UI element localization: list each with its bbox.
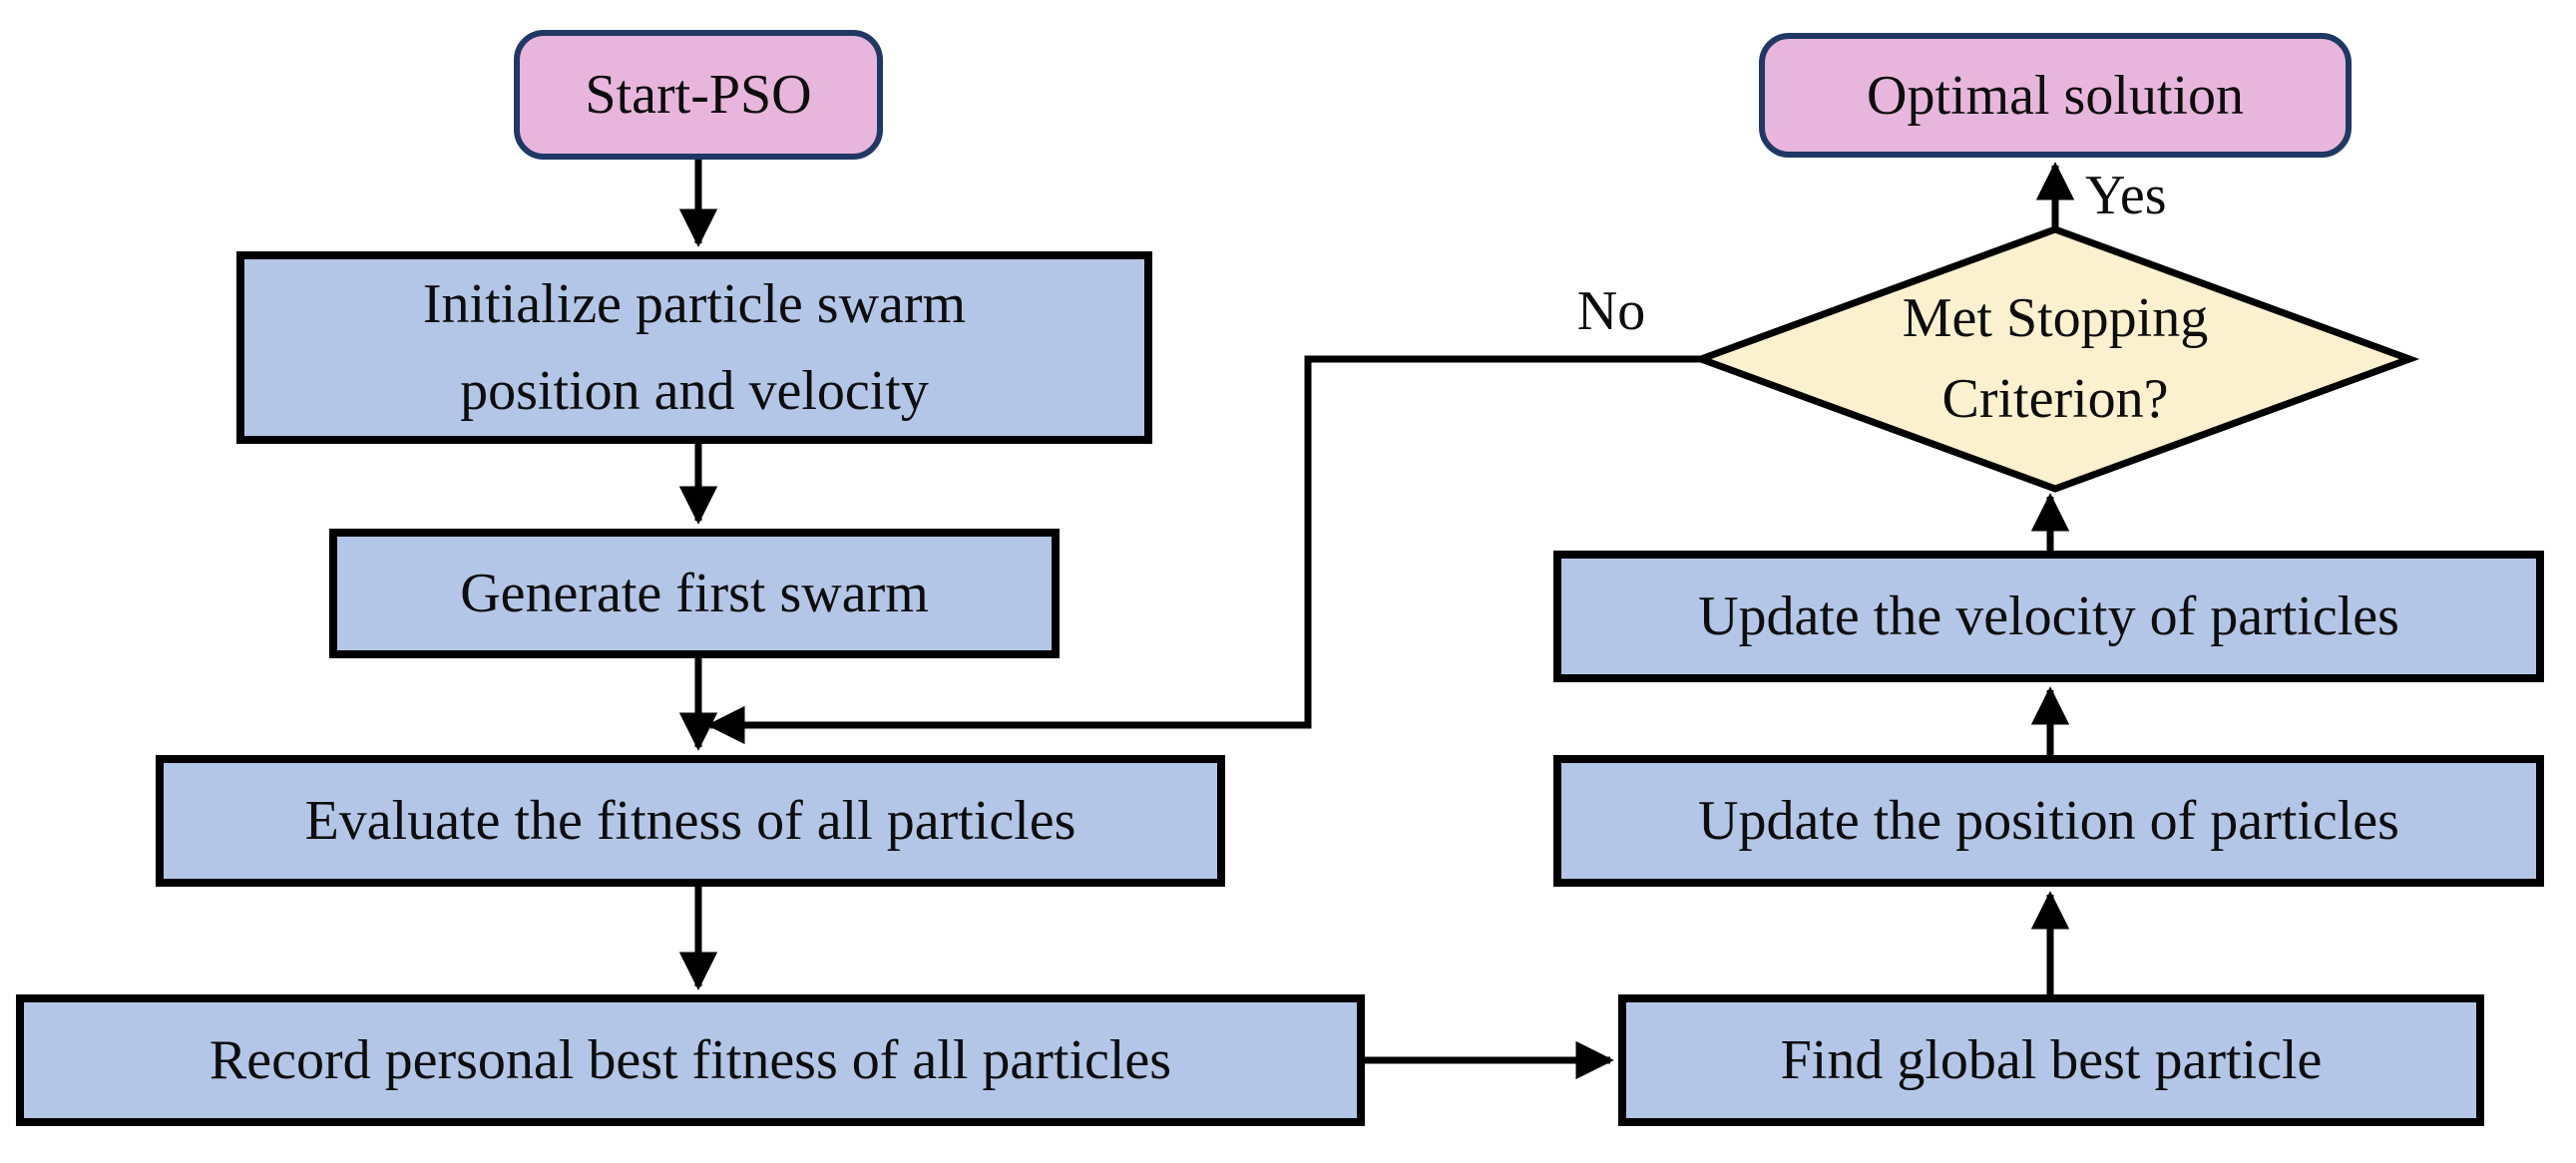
- node-find-global-best: Find global best particle: [1618, 994, 2484, 1126]
- node-generate-first-swarm: Generate first swarm: [329, 529, 1060, 658]
- node-initialize-swarm: Initialize particle swarm position and v…: [236, 251, 1152, 444]
- node-record-label: Record personal best fitness of all part…: [209, 1029, 1172, 1091]
- node-generate-label: Generate first swarm: [460, 563, 929, 624]
- node-update-velocity: Update the velocity of particles: [1553, 551, 2544, 682]
- edge-label-no: No: [1576, 280, 1646, 342]
- edge-label-yes: Yes: [2085, 165, 2167, 226]
- node-evaluate-fitness: Evaluate the fitness of all particles: [156, 755, 1225, 887]
- node-optimal-solution: Optimal solution: [1759, 33, 2352, 158]
- node-initialize-line2: position and velocity: [460, 359, 929, 422]
- node-update-position: Update the position of particles: [1553, 755, 2544, 887]
- node-decision-line2: Criterion?: [1941, 368, 2169, 430]
- node-record-personal-best: Record personal best fitness of all part…: [16, 994, 1365, 1126]
- node-start-pso: Start-PSO: [514, 30, 883, 160]
- node-update-velocity-label: Update the velocity of particles: [1698, 585, 2399, 647]
- node-decision-line1: Met Stopping: [1902, 286, 2209, 349]
- node-decision-text: Met Stopping Criterion?: [1701, 261, 2409, 457]
- node-evaluate-label: Evaluate the fitness of all particles: [304, 790, 1076, 852]
- edge-decision-no-loopback: [706, 355, 1701, 745]
- node-find-global-label: Find global best particle: [1780, 1029, 2323, 1091]
- node-initialize-line1: Initialize particle swarm: [422, 272, 967, 335]
- node-optimal-label: Optimal solution: [1867, 64, 2244, 127]
- decision-diamond: [1690, 225, 2420, 493]
- node-update-position-label: Update the position of particles: [1698, 790, 2399, 852]
- node-start-pso-label: Start-PSO: [585, 64, 812, 126]
